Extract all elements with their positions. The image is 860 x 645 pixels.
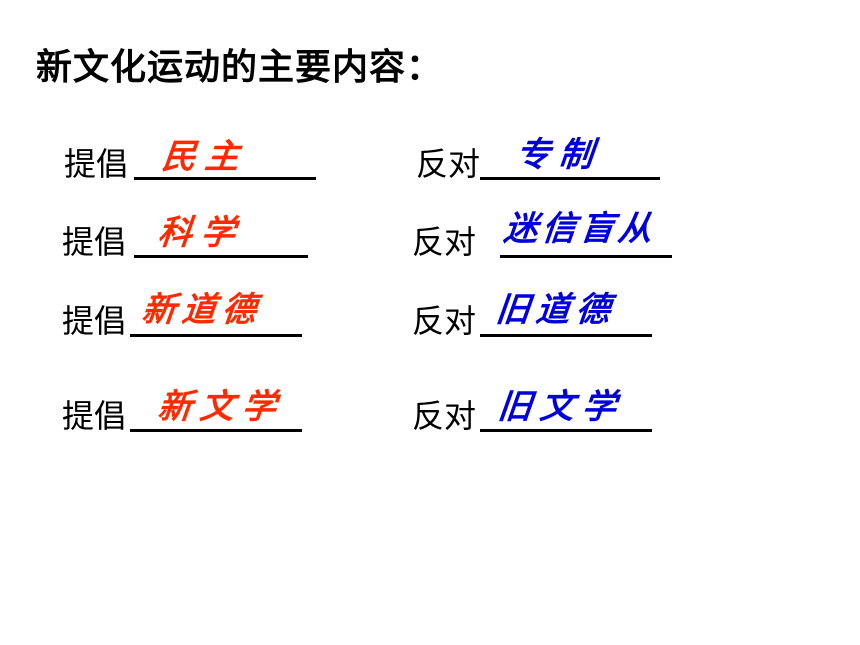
oppose-answer: 旧文学 <box>495 387 627 427</box>
oppose-label: 反对 <box>416 145 481 183</box>
advocate-item-new-literature: 提倡 新文学 <box>62 387 322 435</box>
advocate-label: 提倡 <box>64 145 129 183</box>
oppose-answer: 旧道德 <box>493 290 619 330</box>
oppose-label: 反对 <box>412 397 477 435</box>
oppose-label: 反对 <box>412 223 477 261</box>
advocate-answer: 科学 <box>155 213 247 253</box>
answer-blank <box>480 177 660 180</box>
advocate-answer: 新道德 <box>139 290 265 330</box>
oppose-item-autocracy: 反对 专制 <box>416 135 676 183</box>
answer-blank <box>134 255 308 258</box>
advocate-answer: 民主 <box>159 137 251 177</box>
advocate-label: 提倡 <box>62 302 127 340</box>
oppose-item-old-morality: 反对 旧道德 <box>412 290 672 340</box>
oppose-item-old-literature: 反对 旧文学 <box>412 387 672 435</box>
answer-blank <box>500 255 672 258</box>
advocate-answer: 新文学 <box>155 387 287 427</box>
oppose-label: 反对 <box>412 302 477 340</box>
advocate-item-science: 提倡 科学 <box>62 213 322 261</box>
advocate-item-new-morality: 提倡 新道德 <box>62 290 322 340</box>
oppose-answer: 专制 <box>513 135 605 175</box>
answer-blank <box>130 334 302 337</box>
answer-blank <box>130 429 302 432</box>
advocate-item-democracy: 提倡 民主 <box>64 136 324 180</box>
answer-blank <box>134 177 316 180</box>
advocate-label: 提倡 <box>62 223 127 261</box>
answer-blank <box>480 334 652 337</box>
answer-blank <box>480 429 652 432</box>
oppose-item-superstition: 反对 迷信盲从 <box>412 209 702 261</box>
advocate-label: 提倡 <box>62 397 127 435</box>
oppose-answer: 迷信盲从 <box>501 209 659 249</box>
page-title: 新文化运动的主要内容： <box>36 47 444 88</box>
